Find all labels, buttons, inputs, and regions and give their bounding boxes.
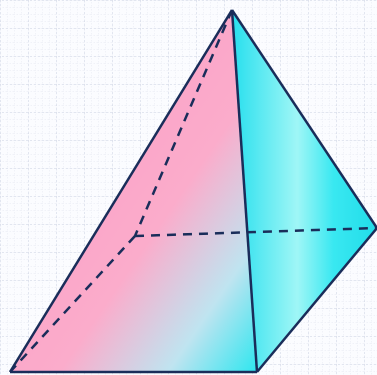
edge-apex-to-front-right	[230, 9, 259, 373]
edge-apex-to-back-right	[230, 9, 377, 229]
edge-apex-to-front-left	[8, 9, 234, 373]
hidden-edge-apex-to-back-left	[133, 9, 234, 237]
edge-front-right-to-back-right	[256, 227, 377, 373]
front-face	[10, 10, 257, 372]
hidden-edge-back-left-to-back-right	[134, 226, 377, 238]
right-face	[232, 10, 377, 372]
